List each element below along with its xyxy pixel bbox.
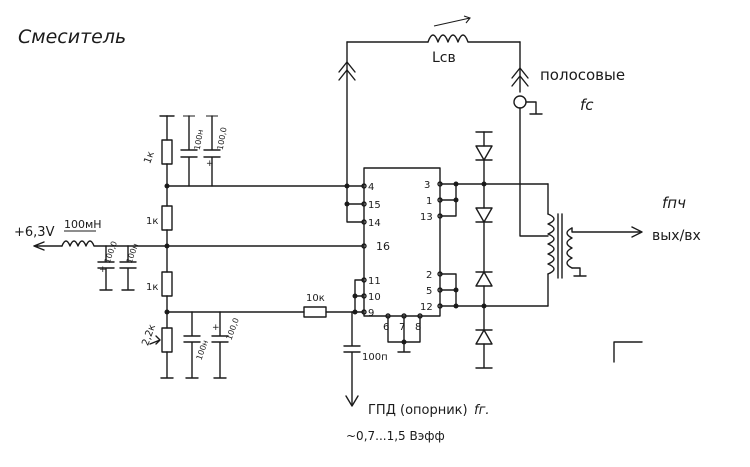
fpch-label: fпч [662,194,686,212]
bottom-cap2-label: 100,0 [225,317,241,342]
pin-16: 16 [376,240,390,253]
r-top-label: 1к [142,150,157,165]
r-low-label: 1к [146,282,158,293]
osc-cap-label: 100п [362,352,388,363]
supply-input: +6,3V 100мН [14,218,169,251]
divider-column: 1к 1к 1к 2,2к [140,115,175,379]
coupling-inductor-label: Lсв [432,50,456,66]
corner-mark [613,341,643,363]
pin-6: 6 [383,322,389,333]
pin-3: 3 [424,180,430,191]
pin-15: 15 [368,200,381,211]
top-left-connector [338,41,356,187]
coupling-inductor: Lсв [346,15,521,66]
bandpass-connector: полосовые fc [511,41,625,237]
pin-10: 10 [368,292,381,303]
top-cap1-label: 100н [193,129,205,151]
diode-column [475,131,493,369]
r-mid-label: 1к [146,216,158,227]
mixer-ic: 4 15 14 16 11 10 9 3 1 13 2 5 12 6 7 8 [361,167,443,353]
right-pin-straps [439,181,549,309]
gpd-label: ГПД (опорник) [368,403,468,418]
fc-label: fc [580,96,594,114]
svg-text:+: + [206,159,214,169]
chip-input-nets: 10к [166,183,365,318]
supply-label: +6,3V [14,225,55,240]
top-capacitors: 100н + 100,0 [180,115,229,187]
schematic-title: Смеситель [18,26,126,48]
svg-text:+: + [99,265,107,275]
pin-8: 8 [415,322,421,333]
left-rail-capacitors: + 100,0 100н [97,240,140,291]
pin-4: 4 [368,182,374,193]
bottom-capacitors: 100н + 100,0 [183,311,241,379]
left-cap1-label: 100,0 [103,240,119,265]
veff-label: ~0,7...1,5 Вэфф [346,429,445,443]
output-transformer: fпч вых/вх [547,183,701,307]
supply-inductor-label: 100мН [64,218,102,231]
pin-1: 1 [426,196,432,207]
pin-12: 12 [420,302,433,313]
pin-9: 9 [368,308,374,319]
pin-7: 7 [399,322,405,333]
bandpass-label: полосовые [540,66,625,84]
pin-2: 2 [426,270,432,281]
r-series-label: 10к [306,293,325,304]
oscillator-input: 100п ГПД (опорник) fг. ~0,7...1,5 Вэфф [343,311,490,443]
svg-text:+: + [212,323,220,333]
fg-label: fг. [474,403,490,418]
out-in-label: вых/вх [652,228,701,244]
pin-14: 14 [368,218,381,229]
pin-13: 13 [420,212,433,223]
pin-5: 5 [426,286,432,297]
top-cap2-label: 100,0 [216,127,229,151]
pin-11: 11 [368,276,381,287]
